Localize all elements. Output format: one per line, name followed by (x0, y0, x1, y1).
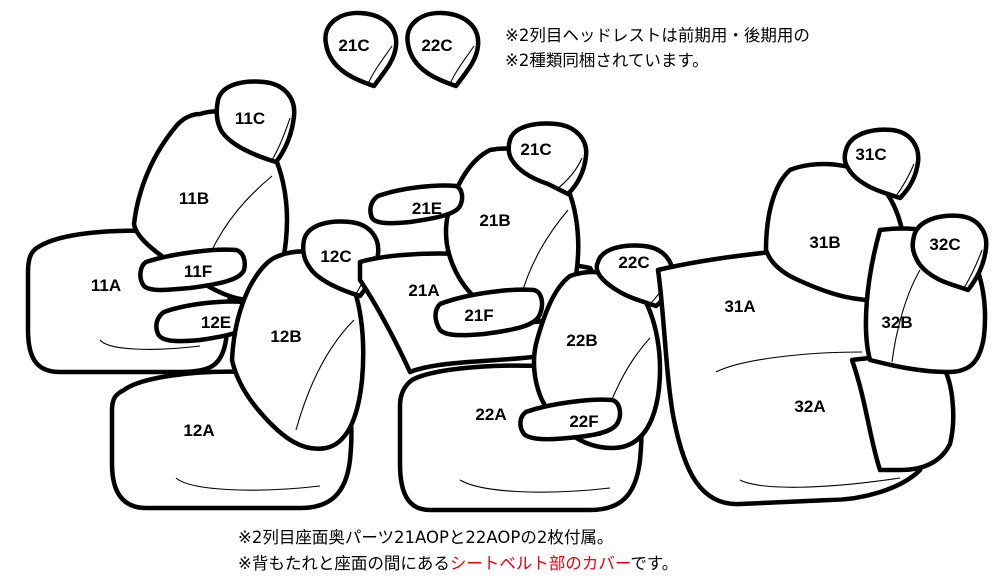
seat-31c-headrest (842, 127, 921, 201)
note-parts-line2-highlight: シートベルト部のカバー (449, 554, 631, 573)
seat-21f-armrest (433, 287, 545, 338)
label-11a: 11A (91, 276, 121, 295)
headrest-22c-spare: 22C (405, 10, 481, 89)
label-22c: 22C (618, 253, 649, 272)
seat-11: 11C 11B 11A 11F 12E (25, 79, 297, 375)
label-21a: 21A (408, 281, 439, 300)
label-22a: 22A (475, 405, 506, 424)
seat-21c-headrest (506, 121, 589, 197)
label-11b: 11B (179, 189, 209, 208)
label-21e: 21E (412, 199, 442, 218)
note-headrest-line1: ※2列目ヘッドレストは前期用・後期用の (505, 26, 810, 45)
label-21c: 21C (520, 140, 551, 159)
label-21c-spare: 21C (338, 36, 369, 55)
headrest-21c-spare: 21C (323, 10, 399, 89)
label-32a: 32A (794, 397, 825, 416)
label-31b: 31B (809, 233, 840, 252)
label-32b: 32B (881, 313, 912, 332)
seat-21e-armrest (368, 183, 465, 226)
label-32c: 32C (929, 235, 960, 254)
label-12e: 12E (201, 313, 231, 332)
label-12a: 12A (183, 421, 214, 440)
seat-22: 22C 22B 22A 22F (397, 243, 675, 513)
seat-11f-armrest (138, 247, 247, 293)
seat-3rd-row: 31C 31B 31A 32C 32B 32A (655, 127, 989, 507)
seat-12: 12C 12B 12A (109, 219, 381, 511)
label-22b: 22B (566, 331, 597, 350)
label-21f: 21F (464, 306, 493, 325)
seat-11c-headrest (214, 79, 297, 165)
note-headrest-line2: ※2種類同梱されています。 (505, 51, 709, 70)
note-parts-line2-post: です。 (630, 554, 679, 573)
label-22c-spare: 22C (421, 36, 452, 55)
seat-32c-headrest (910, 213, 989, 293)
label-21b: 21B (479, 211, 510, 230)
label-31a: 31A (724, 297, 755, 316)
label-12b: 12B (270, 327, 301, 346)
note-parts-line2: ※背もたれと座面の間にあるシートベルト部のカバーです。 (238, 553, 678, 575)
seat-22f-armrest (518, 397, 623, 442)
label-11f: 11F (184, 262, 212, 281)
note-parts-line2-pre: ※背もたれと座面の間にある (238, 554, 450, 573)
label-12c: 12C (320, 247, 351, 266)
label-31c: 31C (855, 145, 886, 164)
label-11c: 11C (235, 109, 265, 128)
label-22f: 22F (569, 412, 598, 431)
note-parts-line1: ※2列目座面奥パーツ21AOPと22AOPの2枚付属。 (238, 528, 614, 547)
